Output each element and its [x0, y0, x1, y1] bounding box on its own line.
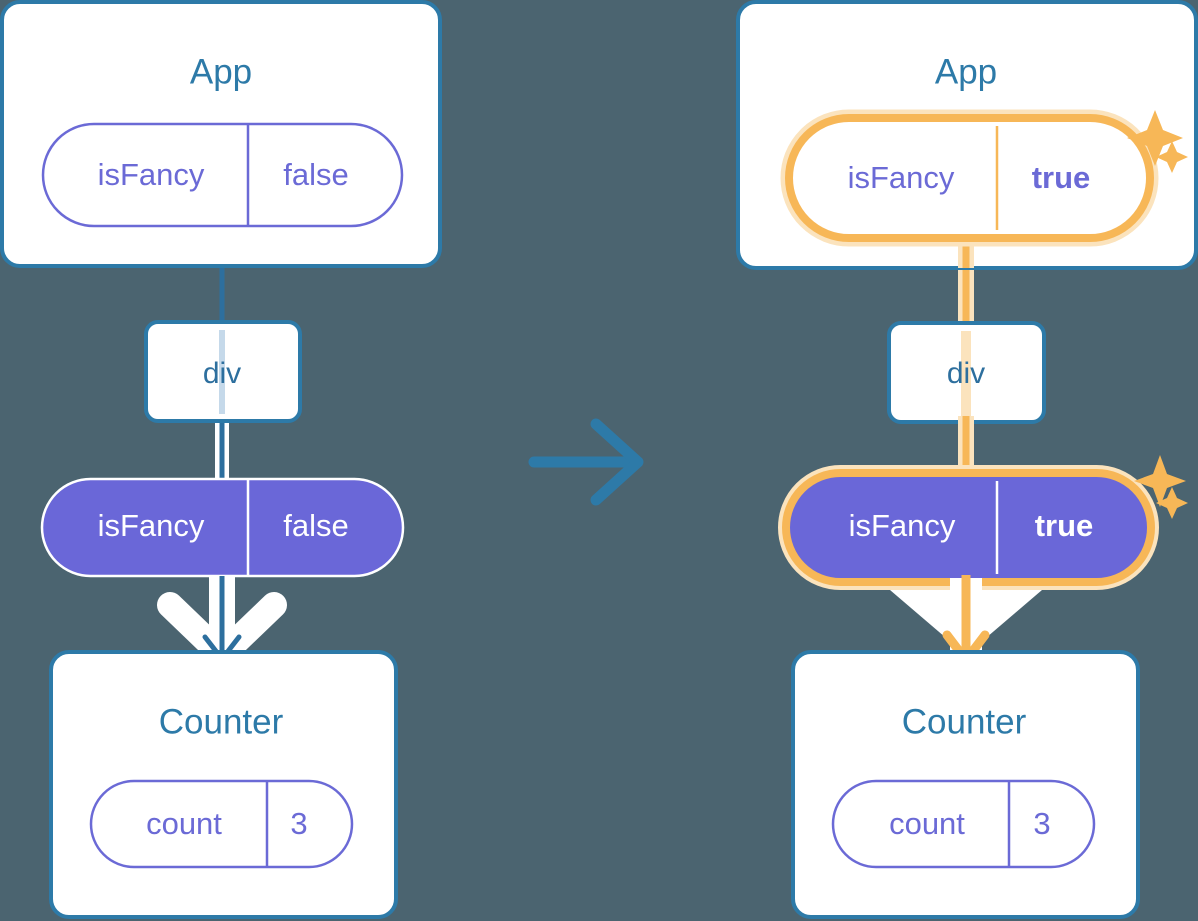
sparkles-icon-app-right	[1127, 110, 1188, 173]
pill-key: isFancy	[849, 508, 956, 543]
sparkle-large	[1134, 455, 1186, 507]
counter-state-pill-left: count 3	[89, 779, 354, 869]
div-node-right: div	[887, 321, 1046, 424]
sparkle-small	[1156, 487, 1188, 519]
counter-state-pill-right: count 3	[831, 779, 1096, 869]
props-pill-left: isFancy false	[40, 477, 405, 578]
pill-key: isFancy	[848, 160, 955, 195]
app-state-pill-right: isFancy true	[780, 109, 1159, 247]
sparkle-large	[1127, 110, 1183, 166]
pill-value: 3	[290, 806, 307, 841]
pill-key: isFancy	[98, 157, 205, 192]
props-pill-right: isFancy true	[778, 465, 1159, 590]
pill-key: count	[889, 806, 965, 841]
counter-card-title-right: Counter	[902, 702, 1027, 741]
pill-body	[89, 779, 354, 869]
pill-value: 3	[1033, 806, 1050, 841]
counter-card-title-left: Counter	[159, 702, 284, 741]
pill-body	[40, 477, 405, 578]
pill-value: true	[1032, 160, 1091, 195]
pill-key: isFancy	[98, 508, 205, 543]
sparkle-small	[1156, 141, 1188, 173]
app-card-title-right: App	[935, 52, 997, 91]
pill-key: count	[146, 806, 222, 841]
pill-highlight-ring	[782, 469, 1155, 586]
pill-value: false	[283, 157, 348, 192]
sparkles-icon-props-right	[1134, 455, 1188, 519]
app-card-title-left: App	[190, 52, 252, 91]
pill-body	[831, 779, 1096, 869]
arrow-head	[590, 418, 644, 506]
app-state-pill-left: isFancy false	[41, 122, 404, 228]
pill-highlight-ring	[785, 114, 1154, 242]
div-node-label: div	[203, 357, 241, 390]
transition-arrow-right-icon	[528, 418, 644, 506]
pill-body	[41, 122, 404, 228]
pill-value: true	[1035, 508, 1094, 543]
div-node-left: div	[144, 320, 302, 423]
render-arrow-left	[157, 576, 287, 668]
div-node-label: div	[947, 357, 985, 390]
pill-value: false	[283, 508, 348, 543]
